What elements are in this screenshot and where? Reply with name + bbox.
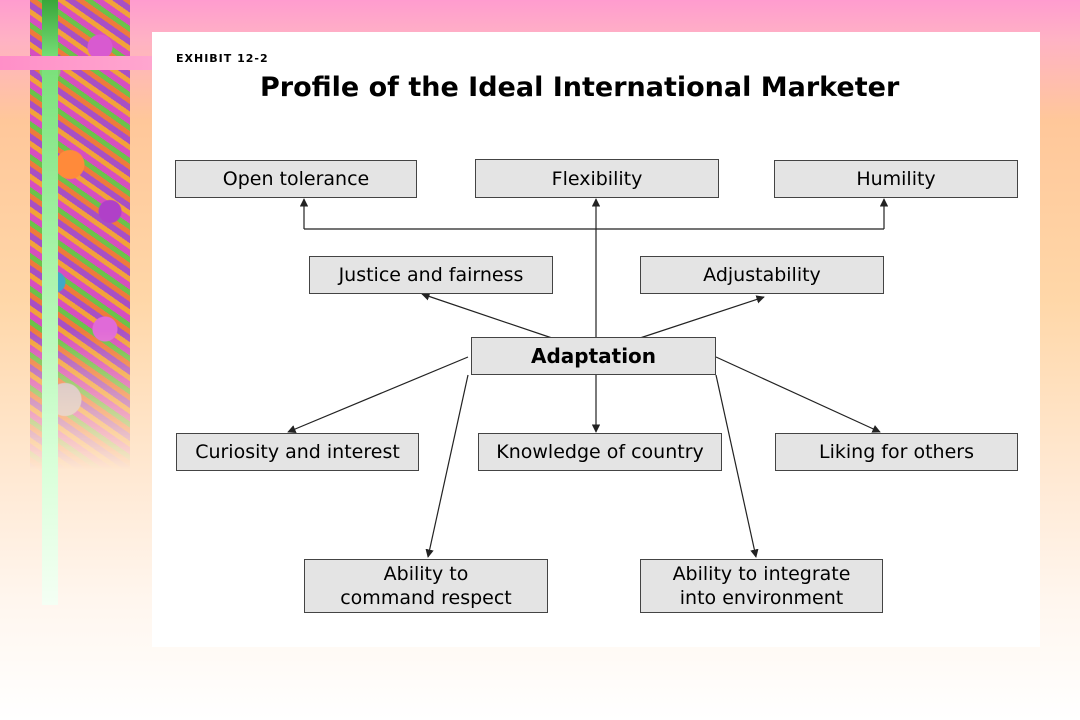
node-justice-fairness: Justice and fairness	[309, 256, 553, 294]
connector-adjustability	[639, 295, 765, 339]
node-knowledge-country-label: Knowledge of country	[496, 441, 704, 463]
node-justice-fairness-label: Justice and fairness	[338, 264, 524, 286]
connector-command-respect	[425, 374, 469, 558]
node-integrate-line1: Ability to integrate	[672, 563, 851, 585]
connector-curiosity-interest	[287, 356, 469, 433]
node-adjustability-label: Adjustability	[703, 264, 821, 286]
decorative-horizontal-bar	[0, 56, 152, 70]
node-adaptation-label: Adaptation	[530, 344, 657, 368]
node-curiosity-interest: Curiosity and interest	[176, 433, 419, 471]
decorative-vertical-bar	[42, 0, 58, 605]
node-integrate-line2: into environment	[679, 587, 844, 609]
node-open-tolerance-label: Open tolerance	[222, 168, 370, 190]
node-command-respect: Ability to command respect	[304, 559, 548, 613]
node-humility-label: Humility	[856, 168, 936, 190]
node-curiosity-interest-label: Curiosity and interest	[195, 441, 400, 463]
connector-lines	[287, 198, 889, 558]
node-command-respect-line1: Ability to	[383, 563, 469, 585]
node-liking-others: Liking for others	[775, 433, 1018, 471]
node-knowledge-country: Knowledge of country	[478, 433, 722, 471]
page-title: Profile of the Ideal International Marke…	[260, 72, 900, 103]
node-humility: Humility	[774, 160, 1018, 198]
node-command-respect-line2: command respect	[340, 587, 512, 609]
exhibit-panel: EXHIBIT 12-2 Profile of the Ideal Intern…	[152, 32, 1040, 647]
node-flexibility-label: Flexibility	[551, 167, 643, 190]
node-flexibility: Flexibility	[475, 159, 719, 198]
node-adjustability: Adjustability	[640, 256, 884, 294]
node-liking-others-label: Liking for others	[819, 441, 974, 463]
node-adaptation: Adaptation	[471, 337, 716, 375]
connector-integrate	[715, 374, 759, 558]
connector-liking-others	[715, 356, 881, 433]
exhibit-label: EXHIBIT 12-2	[176, 52, 269, 65]
node-integrate: Ability to integrate into environment	[640, 559, 883, 613]
node-open-tolerance: Open tolerance	[175, 160, 417, 198]
connector-justice-fairness	[421, 292, 553, 339]
